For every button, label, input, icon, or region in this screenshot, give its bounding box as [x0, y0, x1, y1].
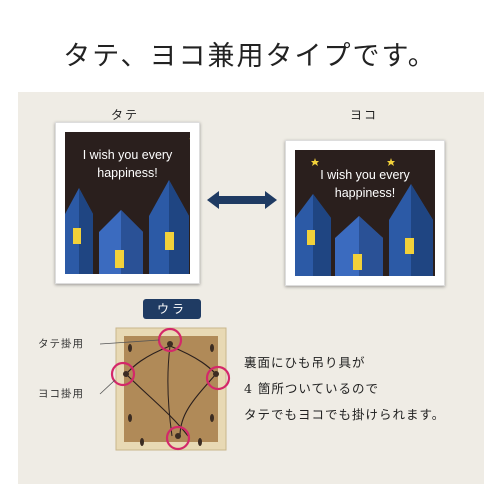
artwork-message-line2: happiness! [97, 166, 158, 180]
description-line2: 4 箇所ついているので [244, 381, 380, 396]
back-side-tab: ウラ [143, 299, 201, 319]
portrait-artwork: I wish you every happiness! [65, 132, 190, 274]
night-houses-illustration [295, 158, 433, 276]
landscape-hook-label: ヨコ掛用 [38, 388, 84, 400]
description-line1: 裏面にひも吊り具が [244, 355, 366, 370]
description: 裏面にひも吊り具が 4 箇所ついているので タテでもヨコでも掛けられます。 [244, 350, 445, 428]
artwork-message-line2: happiness! [334, 186, 396, 200]
frame-back-diagram [99, 327, 231, 451]
landscape-frame: I wish you every happiness! [285, 140, 445, 286]
portrait-frame: I wish you every happiness! [55, 122, 200, 284]
double-arrow-icon [207, 191, 277, 209]
portrait-label: タテ [111, 108, 140, 122]
artwork-message-line1: I wish you every [320, 168, 410, 182]
landscape-label: ヨコ [350, 108, 379, 122]
hook-highlight-circles [110, 327, 231, 451]
landscape-artwork: I wish you every happiness! [295, 150, 435, 276]
artwork-message-line1: I wish you every [82, 148, 173, 162]
night-houses-illustration [65, 138, 190, 274]
portrait-hook-label: タテ掛用 [38, 338, 84, 350]
description-line3: タテでもヨコでも掛けられます。 [244, 407, 446, 422]
headline: タテ、ヨコ兼用タイプです。 [63, 41, 437, 72]
